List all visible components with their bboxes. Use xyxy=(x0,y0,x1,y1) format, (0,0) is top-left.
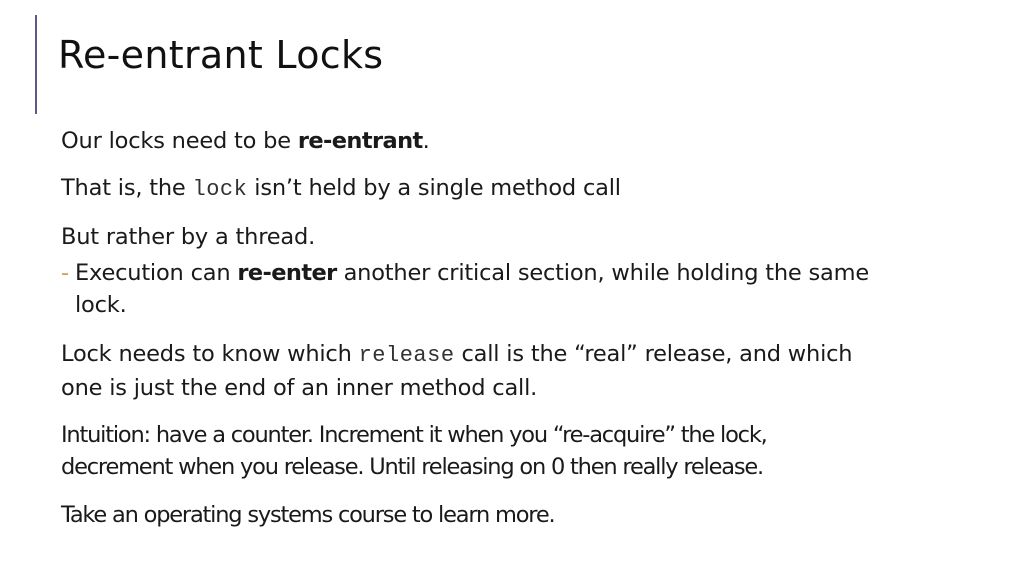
sub-bullet-line-2: lock. xyxy=(75,292,127,318)
release-line-1: Lock needs to know which release call is… xyxy=(61,338,853,372)
paragraph-os-course: Take an operating systems course to lear… xyxy=(61,499,556,531)
paragraph-lock-held: That is, the lock isn’t held by a single… xyxy=(61,172,621,206)
paragraph-intuition: Intuition: have a counter. Increment it … xyxy=(61,419,768,483)
code-lock: lock xyxy=(192,177,248,202)
dash-bullet-icon: - xyxy=(61,260,69,286)
emphasis-reenter: re-enter xyxy=(237,260,337,286)
text: But rather by a thread. xyxy=(61,224,316,250)
sub-bullet-line-1: Execution can re-enter another critical … xyxy=(75,257,869,289)
release-line-2: one is just the end of an inner method c… xyxy=(61,375,538,401)
text: another critical section, while holding … xyxy=(336,260,870,286)
title-accent-bar xyxy=(35,15,37,114)
text: Take an operating systems course to lear… xyxy=(61,502,556,528)
text: isn’t held by a single method call xyxy=(247,175,621,201)
intuition-line-1: Intuition: have a counter. Increment it … xyxy=(61,422,768,448)
text: Our locks need to be xyxy=(61,128,298,154)
code-release: release xyxy=(358,343,455,368)
text: Execution can xyxy=(75,260,238,286)
text: That is, the xyxy=(61,175,193,201)
slide-title: Re-entrant Locks xyxy=(58,33,384,77)
text: . xyxy=(422,128,430,154)
paragraph-reentrant: Our locks need to be re-entrant. xyxy=(61,125,430,157)
paragraph-thread: But rather by a thread. xyxy=(61,221,315,253)
sub-bullet-reenter: - Execution can re-enter another critica… xyxy=(61,257,869,321)
intuition-line-2: decrement when you release. Until releas… xyxy=(61,454,764,480)
emphasis-reentrant: re-entrant xyxy=(297,128,423,154)
paragraph-release: Lock needs to know which release call is… xyxy=(61,338,853,404)
text: Lock needs to know which xyxy=(61,341,359,367)
text: call is the “real” release, and which xyxy=(454,341,853,367)
